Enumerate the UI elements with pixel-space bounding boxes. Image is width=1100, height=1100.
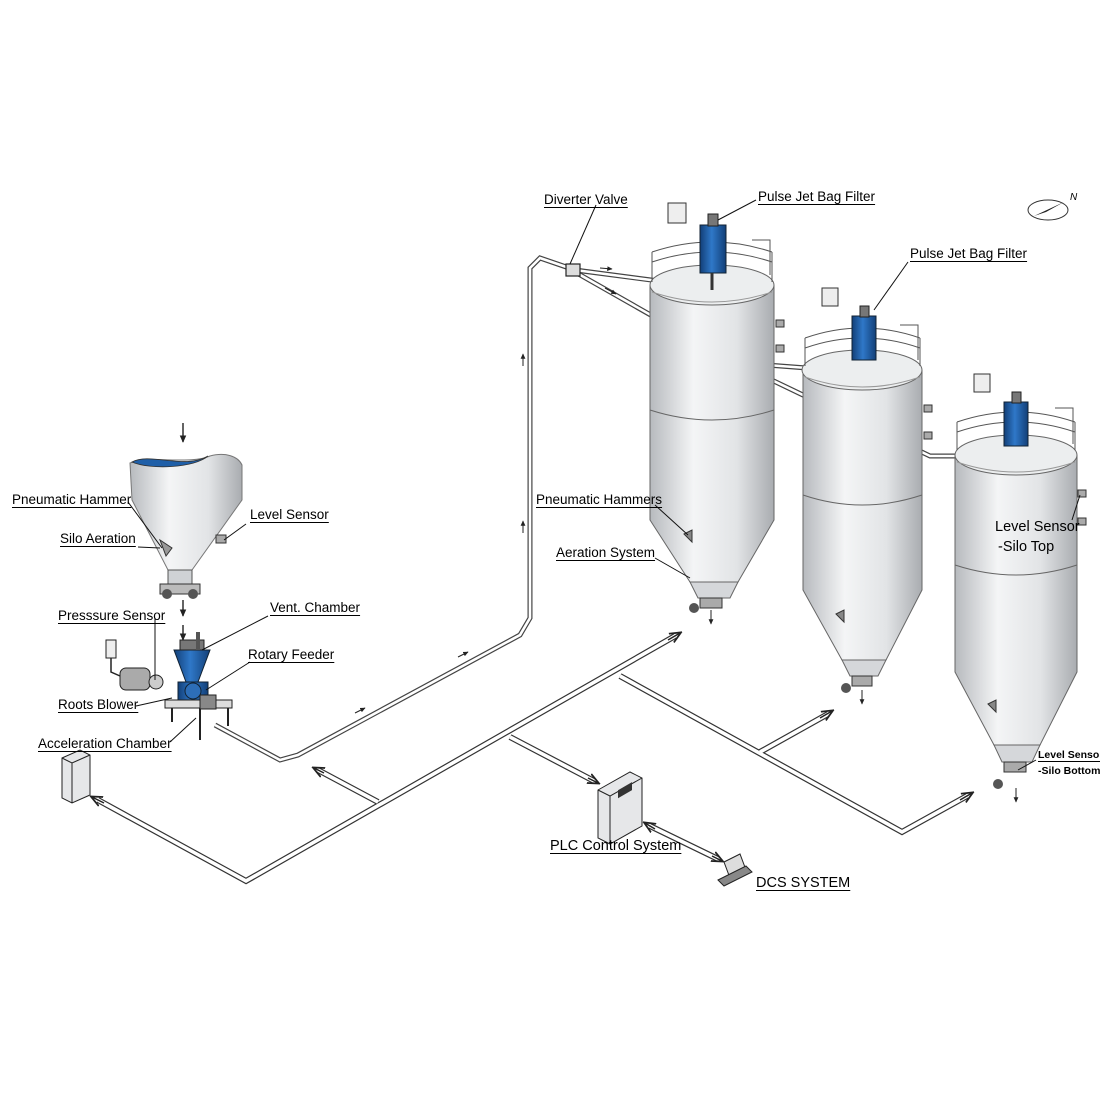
label-plc-control-system: PLC Control System — [550, 839, 681, 854]
pulse-jet-bag-filter-1-body — [700, 225, 726, 273]
pulse-jet-bag-filter-3-body — [1004, 402, 1028, 446]
label-leaders — [128, 200, 1080, 770]
label-silo-aeration: Silo Aeration — [60, 532, 136, 546]
control-box-1 — [668, 203, 686, 223]
label-level-sensor-silo-bottom-1: Level Sensor — [1038, 750, 1100, 761]
diverter-valve-1 — [566, 264, 580, 276]
label-vent-chamber: Vent. Chamber — [270, 601, 360, 615]
silo-2 — [802, 288, 932, 704]
label-pressure-sensor: Presssure Sensor — [58, 609, 165, 623]
control-signal-lines — [92, 633, 972, 881]
plc-control-cabinet — [598, 772, 642, 844]
label-diverter-valve: Diverter Valve — [544, 193, 628, 207]
label-pneumatic-hammers: Pneumatic Hammers — [536, 493, 662, 507]
label-level-sensor-hopper: Level Sensor — [250, 508, 329, 522]
control-box-2 — [822, 288, 838, 306]
label-pneumatic-hammer: Pneumatic Hammer — [12, 493, 131, 507]
silo-3 — [955, 374, 1086, 802]
pulse-jet-bag-filter-2-body — [852, 316, 876, 360]
label-dcs-system: DCS SYSTEM — [756, 876, 850, 891]
label-roots-blower: Roots Blower — [58, 698, 138, 712]
silo-1 — [650, 203, 784, 624]
control-box-3 — [974, 374, 990, 392]
label-aeration-system: Aeration System — [556, 546, 655, 560]
compass-icon: N — [1028, 192, 1078, 220]
local-control-cabinet — [62, 750, 90, 803]
label-level-sensor-silo-top-1: Level Sensor — [995, 520, 1080, 535]
compass-north-label: N — [1070, 192, 1078, 203]
dcs-workstation — [718, 854, 752, 886]
label-level-sensor-silo-top-2: -Silo Top — [998, 540, 1054, 555]
label-rotary-feeder: Rotary Feeder — [248, 648, 334, 662]
label-pulse-jet-bag-filter-1: Pulse Jet Bag Filter — [758, 190, 875, 204]
label-pulse-jet-bag-filter-2: Pulse Jet Bag Filter — [910, 247, 1027, 261]
label-acceleration-chamber: Acceleration Chamber — [38, 737, 172, 751]
pressure-gauge — [106, 640, 116, 658]
label-level-sensor-silo-bottom-2: -Silo Bottom — [1038, 766, 1100, 777]
